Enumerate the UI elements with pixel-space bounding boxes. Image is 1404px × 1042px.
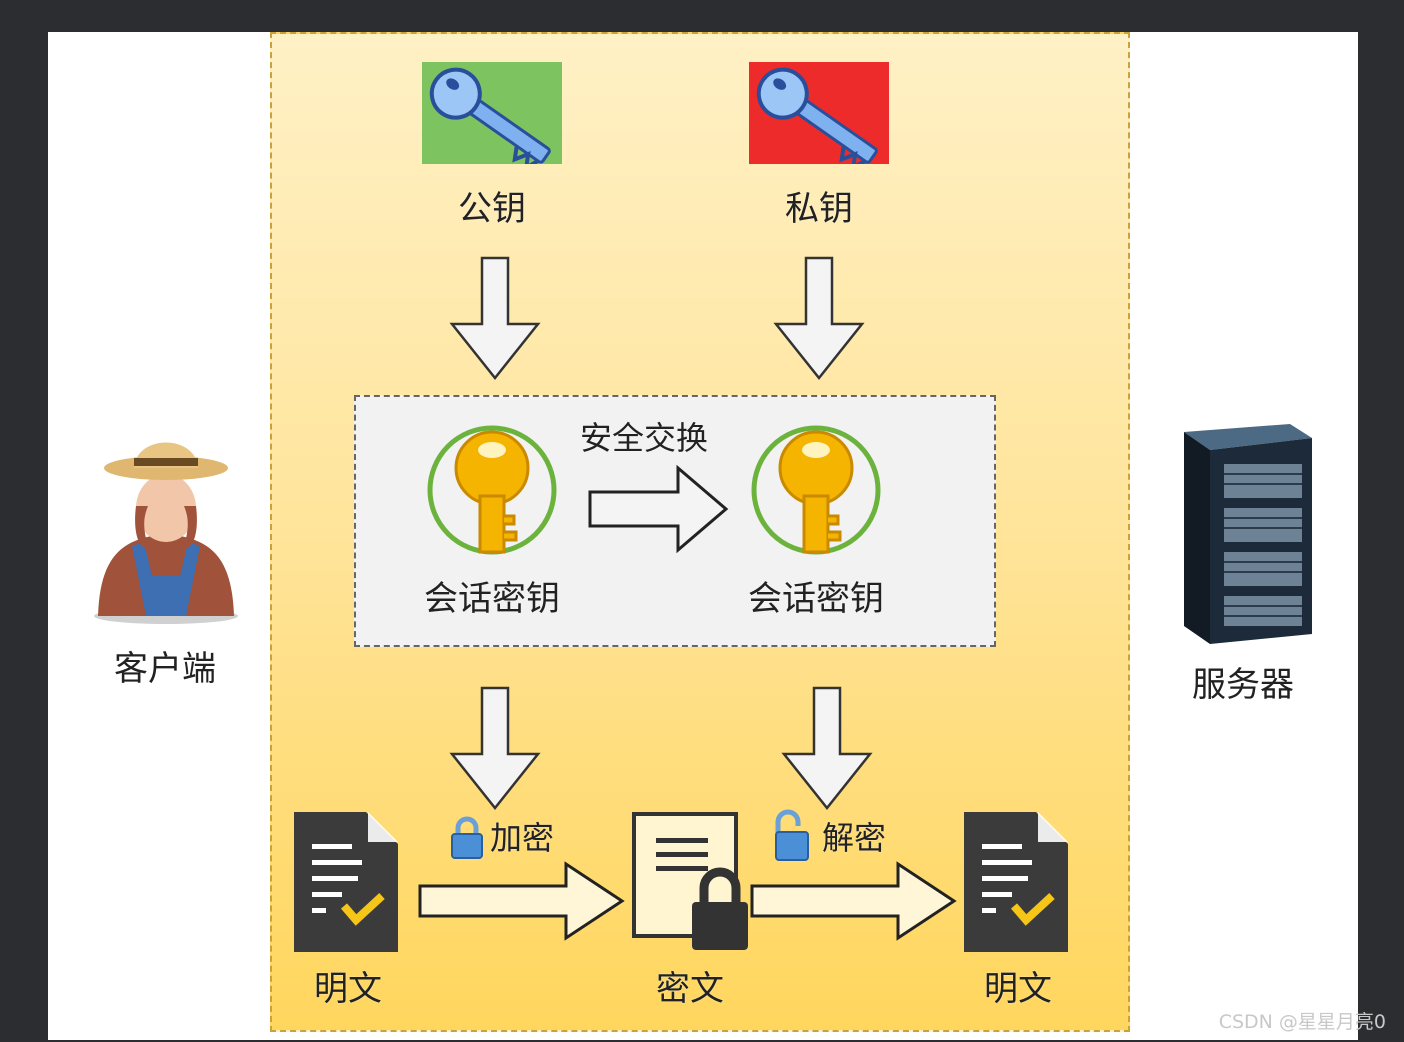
lock-open-icon xyxy=(775,809,809,861)
session-key-icon xyxy=(427,425,557,555)
plaintext-left-label: 明文 xyxy=(314,969,382,1009)
session-key-icon xyxy=(751,425,881,555)
session-key-client-label: 会话密钥 xyxy=(424,579,560,619)
session-key-server-label: 会话密钥 xyxy=(748,579,884,619)
server-label: 服务器 xyxy=(1192,665,1294,705)
down-arrow-icon xyxy=(773,256,865,380)
diagram-canvas: 公钥 私钥 安全交换 会话密钥 会话密钥 xyxy=(48,32,1358,1040)
down-arrow-icon xyxy=(449,256,541,380)
plaintext-document-icon xyxy=(964,812,1068,952)
client-label: 客户端 xyxy=(114,649,216,689)
decrypt-label: 解密 xyxy=(821,819,886,857)
plaintext-right-label: 明文 xyxy=(984,969,1052,1009)
ciphertext-label: 密文 xyxy=(656,969,724,1009)
encrypt-label: 加密 xyxy=(489,819,554,857)
ciphertext-document-icon xyxy=(632,812,748,950)
plaintext-document-icon xyxy=(294,812,398,952)
down-arrow-icon xyxy=(781,686,873,810)
server-rack-icon xyxy=(1184,424,1312,644)
public-key-icon xyxy=(422,62,562,164)
farmer-avatar-icon xyxy=(94,442,238,624)
down-arrow-icon xyxy=(449,686,541,810)
right-arrow-icon xyxy=(418,861,625,941)
private-key-label: 私钥 xyxy=(785,189,853,229)
private-key-icon xyxy=(749,62,889,164)
watermark-text: CSDN @星星月亮0 xyxy=(1218,1011,1386,1033)
secure-exchange-label: 安全交换 xyxy=(579,419,708,457)
public-key-label: 公钥 xyxy=(458,189,526,229)
right-arrow-icon xyxy=(588,464,729,554)
right-arrow-icon xyxy=(750,861,957,941)
lock-closed-icon xyxy=(451,816,483,859)
